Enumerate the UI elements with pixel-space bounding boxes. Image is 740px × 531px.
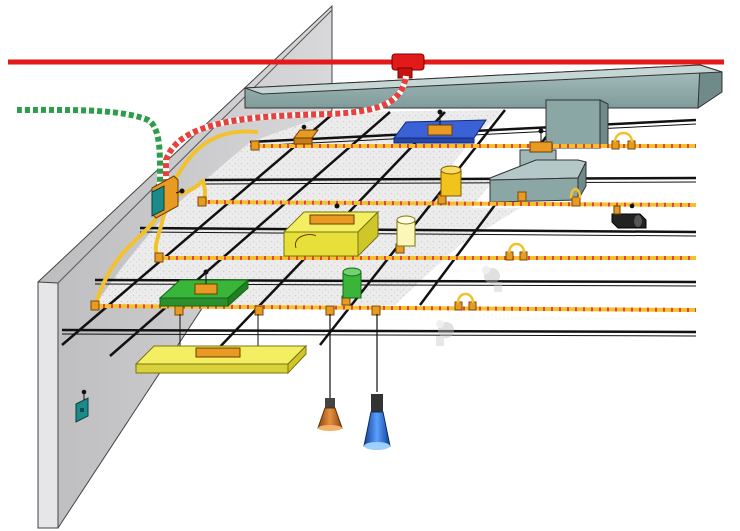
blue-device [393,109,487,144]
pendant-lamps [317,314,391,450]
wall-socket [75,389,89,423]
cable-duct [244,64,723,203]
control-cable [13,106,164,187]
yellow-light-panel-hanging [134,314,308,375]
spot-lights [436,266,502,346]
cable-jumpers [456,131,634,304]
bus-cables [93,129,697,312]
sensor-device [611,203,647,229]
duct-device [529,128,553,153]
green-device [158,269,250,308]
mains-supply-cable [8,53,724,186]
cylinders [342,165,462,299]
cylinder-yellow [440,165,462,197]
spot-light-1 [482,266,502,292]
distribution-box [151,175,185,219]
yellow-light-panel-center [282,203,380,258]
spot-light-2 [436,320,454,346]
cylinder-light [396,215,416,247]
pendant-lamp-blue [363,394,391,450]
pendant-lamp-orange [317,398,343,431]
cylinder-green [342,267,362,299]
junction-box-top [293,124,319,145]
